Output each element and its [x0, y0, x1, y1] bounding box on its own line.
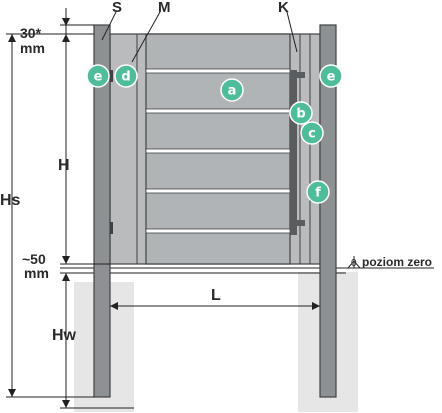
badge-a: a	[220, 78, 244, 102]
slat	[145, 188, 291, 194]
label-k: K	[278, 0, 289, 16]
svg-text:a: a	[228, 84, 237, 99]
badge-e-right: e	[319, 64, 343, 88]
label-s: S	[112, 0, 122, 16]
label-level: poziom zero	[362, 255, 432, 269]
hw-arrow-bottom	[62, 400, 70, 408]
handle-bar	[290, 70, 297, 235]
l-arrow-left	[110, 302, 118, 310]
m-leader	[131, 11, 161, 63]
label-bottom-gap-value: ~50	[22, 251, 46, 267]
svg-text:c: c	[308, 127, 316, 142]
h-arrow-top	[62, 34, 70, 42]
svg-text:f: f	[315, 186, 321, 201]
badge-f: f	[306, 180, 330, 204]
slat	[145, 148, 291, 154]
label-bottom-gap-unit: mm	[24, 265, 49, 281]
h-arrow-bottom	[62, 256, 70, 264]
top-gap-arrow	[62, 18, 70, 26]
badge-c: c	[300, 121, 324, 145]
svg-text:e: e	[94, 70, 103, 85]
slat	[145, 228, 291, 234]
l-arrow-right	[312, 302, 320, 310]
label-top-gap-value: 30*	[20, 25, 42, 41]
label-h: H	[58, 157, 70, 174]
badge-d: d	[114, 64, 138, 88]
k-leader	[286, 11, 298, 53]
badge-b: b	[289, 101, 313, 125]
left-post	[93, 24, 111, 398]
badge-e-left: e	[86, 64, 110, 88]
slats	[145, 68, 291, 234]
right-post	[319, 24, 337, 398]
svg-text:d: d	[121, 70, 130, 85]
level-marker-text: 0	[351, 258, 357, 269]
label-hs: Hs	[0, 192, 21, 209]
hw-arrow-top	[62, 273, 70, 281]
hs-arrow-bottom	[8, 389, 16, 397]
label-hw: Hw	[52, 327, 77, 344]
svg-text:b: b	[296, 107, 305, 122]
label-top-gap-unit: mm	[20, 40, 45, 56]
hinge-bottom	[110, 222, 113, 234]
level-marker-triangle	[346, 260, 362, 269]
hs-arrow-top	[8, 34, 16, 42]
label-m: M	[158, 0, 171, 16]
hinge-top	[110, 70, 113, 82]
slat	[145, 68, 291, 74]
handle-bracket-bottom	[293, 220, 305, 226]
slat	[145, 108, 291, 114]
svg-text:e: e	[327, 70, 336, 85]
handle-bracket-top	[293, 72, 305, 78]
s-leader	[101, 11, 117, 41]
label-l: L	[211, 287, 221, 304]
